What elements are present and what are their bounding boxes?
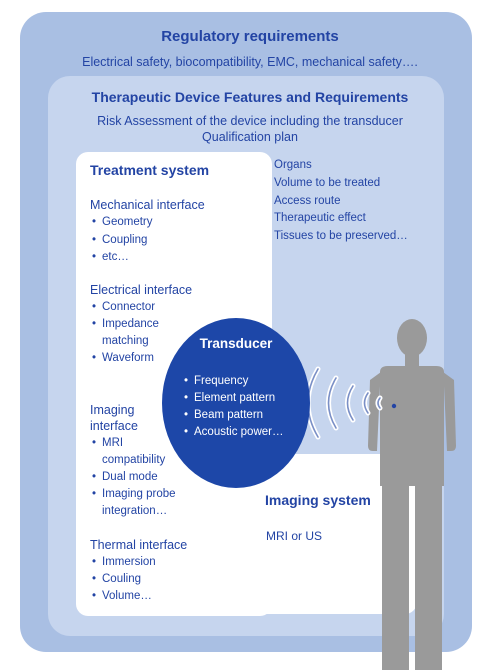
qualification-plan-line: Qualification plan — [202, 130, 298, 144]
mechanical-item: Geometry — [92, 216, 153, 228]
transducer-item: Element pattern — [184, 392, 275, 404]
treatment-system-title: Treatment system — [90, 162, 210, 178]
imaging-item: Imaging probe — [92, 488, 176, 500]
regulatory-line: Electrical safety, biocompatibility, EMC… — [82, 55, 418, 69]
target-item: Organs — [264, 159, 312, 171]
human-figure-icon — [305, 319, 456, 670]
electrical-item: Impedance — [92, 318, 159, 330]
risk-assessment-line: Risk Assessment of the device including … — [97, 114, 403, 128]
imaging-item-continued: integration… — [102, 505, 168, 517]
electrical-item: Connector — [92, 301, 155, 313]
imaging-system-title: Imaging system — [265, 492, 371, 508]
transducer-item: Beam pattern — [184, 409, 263, 421]
mechanical-interface-title: Mechanical interface — [90, 198, 205, 212]
transducer-item: Acoustic power… — [184, 426, 283, 438]
target-item: Access route — [264, 195, 340, 207]
electrical-item: Waveform — [92, 352, 154, 364]
transducer-title: Transducer — [199, 336, 273, 351]
imaging-interface-title-line2: interface — [90, 419, 138, 433]
imaging-item: MRI — [92, 437, 123, 449]
thermal-item: Volume… — [92, 590, 152, 602]
thermal-interface-title: Thermal interface — [90, 538, 188, 552]
regulatory-title: Regulatory requirements — [161, 28, 339, 45]
mechanical-item: Coupling — [92, 234, 147, 246]
imaging-item-continued: compatibility — [102, 454, 166, 466]
imaging-system-text: MRI or US — [266, 529, 323, 543]
thermal-item: Couling — [92, 573, 141, 585]
transducer-item: Frequency — [184, 375, 248, 387]
target-item: Tissues to be preserved… — [264, 230, 408, 242]
mechanical-item: etc… — [92, 251, 129, 263]
therapeutic-title: Therapeutic Device Features and Requirem… — [91, 89, 409, 105]
imaging-item: Dual mode — [92, 471, 158, 483]
target-item: Volume to be treated — [264, 177, 380, 189]
target-item: Therapeutic effect — [264, 212, 366, 224]
imaging-interface-title-line1: Imaging — [90, 403, 135, 417]
thermal-item: Immersion — [92, 556, 156, 568]
electrical-interface-title: Electrical interface — [90, 283, 193, 297]
electrical-item-continued: matching — [102, 335, 149, 347]
